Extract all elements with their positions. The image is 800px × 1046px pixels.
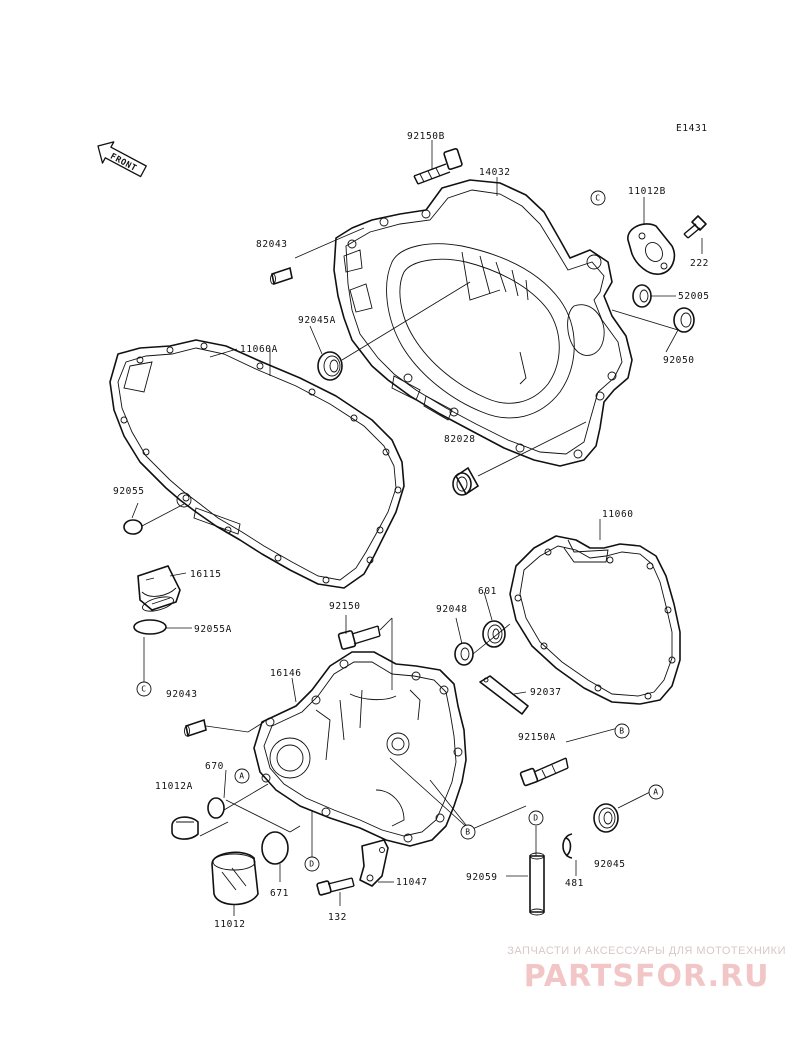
plate-11012b [627,223,676,275]
pin-92059 [529,852,545,916]
label-52005: 52005 [678,291,710,302]
label-14032: 14032 [479,167,511,178]
watermark: ЗАПЧАСТИ И АКСЕССУАРЫ ДЛЯ МОТОТЕХНИКИ PA… [507,945,786,994]
svg-text:A: A [239,772,244,781]
label-16115: 16115 [190,569,222,580]
label-92048: 92048 [436,604,468,615]
circlip-481 [562,833,573,859]
diagram-code: E1431 [676,123,708,134]
bolt-132 [316,877,355,896]
cap-11012 [211,851,259,906]
front-arrow-icon: FRONT [97,141,147,178]
label-601: 601 [478,586,497,597]
label-11012a: 11012A [155,781,193,792]
leader-lines [131,140,703,916]
label-11012b: 11012B [628,186,666,197]
label-92045a: 92045A [298,315,336,326]
collar-82028 [452,466,480,496]
label-92050: 92050 [663,355,695,366]
label-92150b: 92150B [407,131,445,142]
dowel-92043 [184,718,207,738]
bearing-601 [482,620,506,648]
label-92055a: 92055A [194,624,232,635]
seal-92050 [673,307,695,333]
label-11047: 11047 [396,877,428,888]
gasket-11060 [509,535,681,705]
svg-text:D: D [533,814,538,823]
bolt-92150b [413,147,463,185]
label-11060: 11060 [602,509,634,520]
label-670: 670 [205,761,224,772]
label-132: 132 [328,912,347,923]
watermark-tagline: ЗАПЧАСТИ И АКСЕССУАРЫ ДЛЯ МОТОТЕХНИКИ [507,945,786,957]
label-11012: 11012 [214,919,246,930]
plug-11012a [171,816,199,840]
svg-text:C: C [595,194,600,203]
bearing-92045 [593,803,619,833]
gasket-11060a [109,339,405,589]
svg-text:D: D [309,860,314,869]
label-92043: 92043 [166,689,198,700]
callout-d-left: D [304,856,320,872]
oring-92055a [133,619,167,635]
seal-92048 [454,642,474,666]
callout-c-left: C [136,681,152,697]
label-82028: 82028 [444,434,476,445]
watermark-logo: PARTSFOR.RU [523,959,770,994]
label-671: 671 [270,888,289,899]
bracket-11047 [359,839,389,887]
oring-670 [207,797,225,819]
bolt-92150a [519,757,569,787]
svg-text:C: C [141,685,146,694]
callout-a-left: A [234,768,250,784]
bolt-92150 [337,625,381,650]
dowel-82043-top [270,266,293,286]
label-92150a: 92150A [518,732,556,743]
callout-c-top: C [590,190,606,206]
oring-671 [261,831,289,865]
label-16146: 16146 [270,668,302,679]
label-92037: 92037 [530,687,562,698]
label-92045: 92045 [594,859,626,870]
bearing-92045a [317,351,343,381]
label-92150: 92150 [329,601,361,612]
oil-cap-16115 [137,565,181,612]
label-222: 222 [690,258,709,269]
svg-text:B: B [619,727,624,736]
clutch-cover [333,179,633,467]
seal-52005 [632,284,652,308]
callout-b-right: B [614,723,630,739]
label-82043-top: 82043 [256,239,288,250]
screw-222 [683,215,707,239]
label-481: 481 [565,878,584,889]
label-11060a: 11060A [240,344,278,355]
front-label: FRONT [108,152,138,174]
callout-a-right: A [648,784,664,800]
label-92055: 92055 [113,486,145,497]
lower-cover [253,651,467,847]
callout-d-pin: D [528,810,544,826]
svg-text:B: B [465,828,470,837]
part-labels: 92150B 14032 11012B 82043 222 52005 9204… [113,131,710,930]
callout-b-mid: B [460,824,476,840]
label-92059: 92059 [466,872,498,883]
oring-92055 [123,519,143,535]
clamp-92037 [479,675,529,715]
svg-text:A: A [653,788,658,797]
